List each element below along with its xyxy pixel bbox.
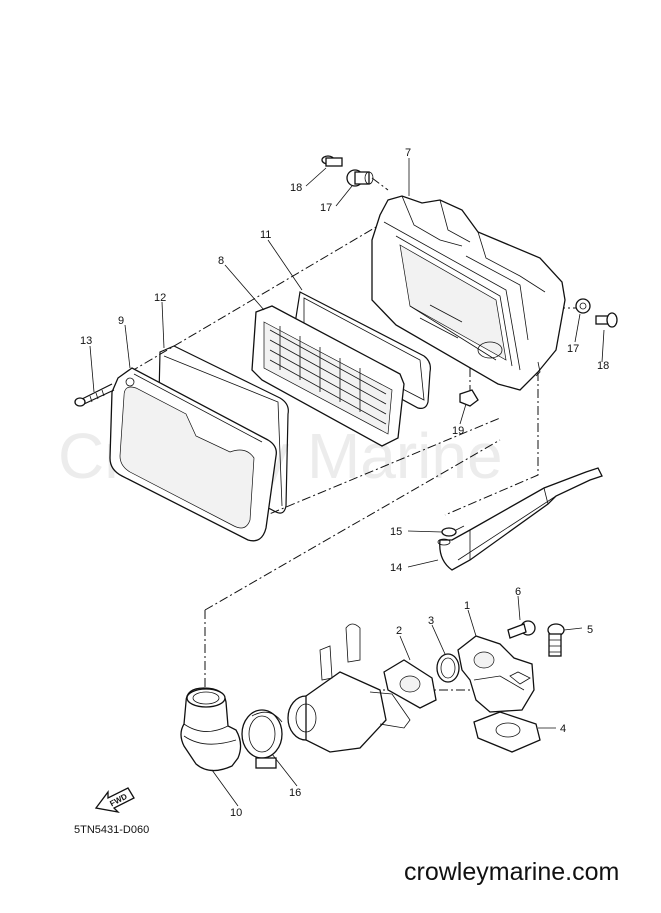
- part-10-joint: [180, 687, 242, 772]
- callout-10: 10: [230, 807, 242, 819]
- callout-17-top: 17: [320, 202, 332, 214]
- callout-labels: 1 2 3 4 5 6 7 8 9 10 11 12 13 14 15 16 1…: [80, 147, 609, 819]
- callout-5: 5: [587, 624, 593, 636]
- callout-2: 2: [396, 625, 402, 637]
- part-6-bolt: [507, 620, 536, 639]
- fwd-arrow-icon: FWD: [94, 787, 135, 814]
- website-url: crowleymarine.com: [404, 858, 619, 886]
- callout-1: 1: [464, 600, 470, 612]
- callout-13: 13: [80, 335, 92, 347]
- part-2-insulator: [383, 659, 437, 709]
- callout-15: 15: [390, 526, 402, 538]
- part-1-intake-manifold: [457, 635, 535, 713]
- part-16-clamp-band: [241, 709, 283, 769]
- callout-19: 19: [452, 425, 464, 437]
- part-17-grommet-top: [346, 169, 389, 191]
- callout-4: 4: [560, 723, 566, 735]
- callout-14: 14: [390, 562, 402, 574]
- part-13-screw: [74, 383, 115, 407]
- part-18-screw-right: [595, 312, 618, 328]
- part-14-hose: [437, 467, 603, 571]
- part-7-air-box-housing: [371, 195, 566, 391]
- callout-17-right: 17: [567, 343, 579, 355]
- part-17-grommet-right: [575, 298, 591, 314]
- callout-9: 9: [118, 315, 124, 327]
- callout-6: 6: [515, 586, 521, 598]
- carburetor-body: [287, 623, 411, 753]
- callout-16: 16: [289, 787, 301, 799]
- part-4-gasket: [473, 711, 541, 753]
- callout-8: 8: [218, 255, 224, 267]
- part-3-o-ring: [436, 653, 460, 683]
- callout-12: 12: [154, 292, 166, 304]
- callout-18-top: 18: [290, 182, 302, 194]
- leader-lines: [89, 158, 605, 807]
- part-8-filter-element: [251, 305, 405, 447]
- part-19-clip: [459, 389, 479, 407]
- callout-11: 11: [260, 229, 271, 241]
- part-5-bolt: [547, 623, 565, 657]
- part-9-air-box-cover: [109, 367, 277, 542]
- drawing-code: 5TN5431-D060: [74, 824, 149, 836]
- part-18-screw-top: [321, 155, 343, 167]
- callout-3: 3: [428, 615, 434, 627]
- callout-7: 7: [405, 147, 411, 159]
- callout-18-right: 18: [597, 360, 609, 372]
